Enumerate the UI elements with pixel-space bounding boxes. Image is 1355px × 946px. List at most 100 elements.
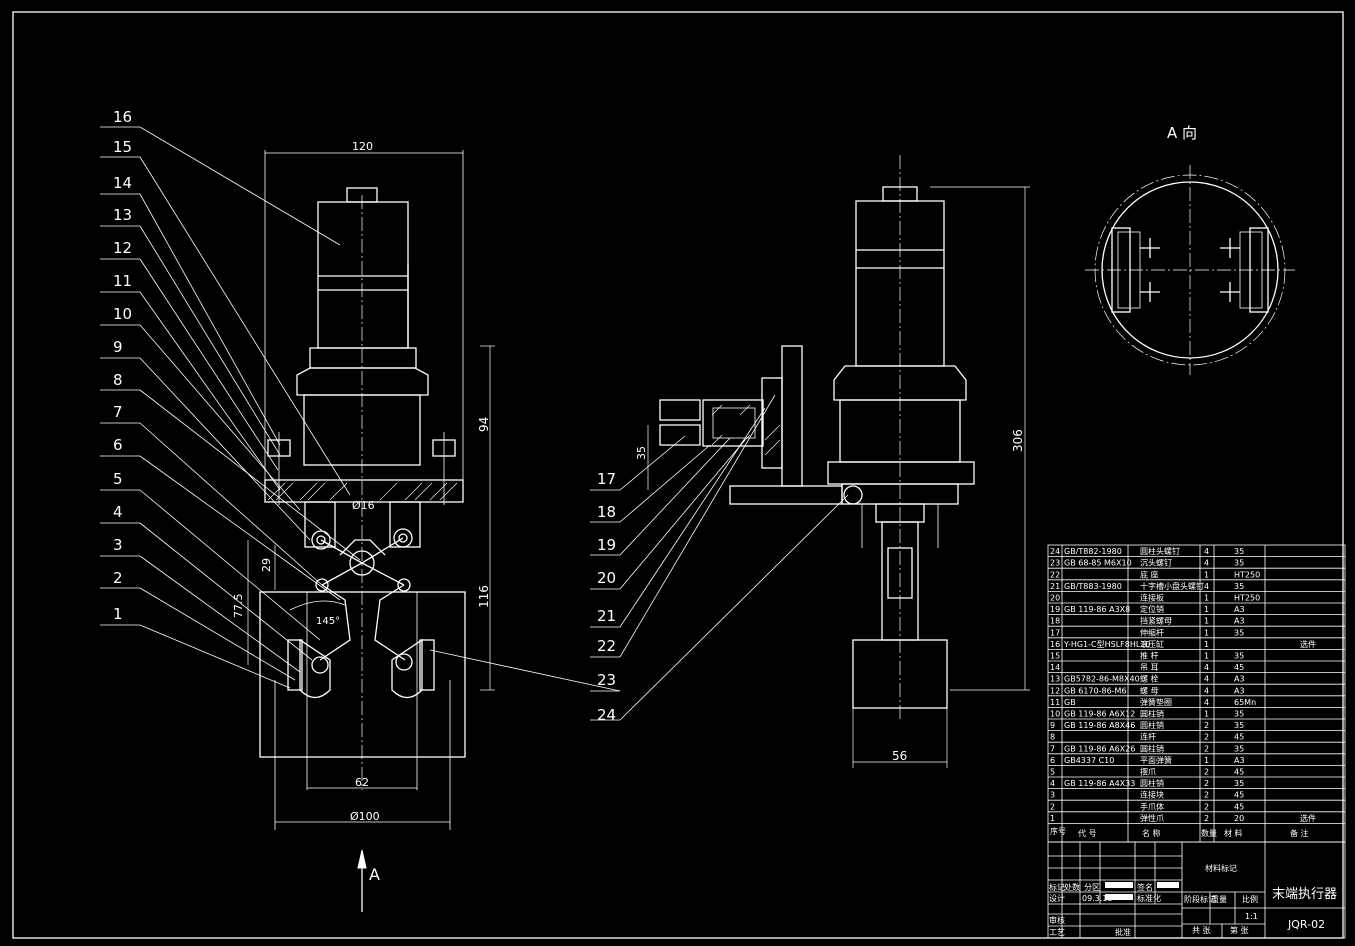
bom-cell-qty: 2 [1204, 802, 1209, 811]
bom-cell-no: 15 [1050, 652, 1060, 661]
sheet-number: 第 张 [1230, 925, 1249, 935]
bom-cell-material: A3 [1234, 605, 1245, 614]
balloon-label: 23 [597, 671, 616, 689]
bom-cell-qty: 1 [1204, 710, 1209, 719]
bom-cell-material: 45 [1234, 802, 1244, 811]
bom-cell-name: 螺 栓 [1140, 674, 1159, 684]
date-value: 09.3.15 [1082, 894, 1113, 903]
bom-cell-material: 35 [1234, 559, 1244, 568]
bom-header-no: 序号 [1050, 826, 1066, 836]
bom-cell-name: 圆柱头螺钉 [1140, 546, 1180, 556]
bom-cell-qty: 1 [1204, 628, 1209, 637]
bom-header-name: 名 称 [1142, 828, 1161, 838]
bom-cell-qty: 4 [1204, 675, 1209, 684]
bom-header-mat: 材 料 [1224, 828, 1243, 838]
dim-62: 62 [355, 776, 369, 789]
bom-cell-material: 65Mn [1234, 698, 1256, 707]
balloon-label: 1 [113, 605, 123, 623]
bom-cell-material: 45 [1234, 663, 1244, 672]
balloon-label: 15 [113, 138, 132, 156]
bom-cell-no: 11 [1050, 698, 1060, 707]
bom-cell-no: 6 [1050, 756, 1055, 765]
bom-cell-material: A3 [1234, 686, 1245, 695]
bom-cell-qty: 4 [1204, 663, 1209, 672]
bom-cell-material: A3 [1234, 617, 1245, 626]
bom-cell-no: 21 [1050, 582, 1060, 591]
bom-cell-no: 22 [1050, 570, 1060, 579]
bom-cell-qty: 4 [1204, 547, 1209, 556]
balloon-label: 17 [597, 470, 616, 488]
balloon-label: 5 [113, 470, 123, 488]
bom-cell-qty: 4 [1204, 686, 1209, 695]
bom-cell-code: GB/T883-1980 [1064, 582, 1122, 591]
bom-cell-qty: 1 [1204, 570, 1209, 579]
bom-cell-no: 12 [1050, 686, 1060, 695]
scale-value: 1:1 [1245, 912, 1258, 921]
side-view [647, 155, 1030, 768]
a-direction-view [1085, 165, 1295, 375]
mark-label: 标记 [1049, 882, 1065, 892]
bom-cell-code: GB 119-86 A6X26 [1064, 744, 1135, 753]
review-label: 审核 [1049, 915, 1065, 925]
bom-cell-name: 摆爪 [1140, 767, 1156, 777]
drawing-frame [12, 11, 1344, 939]
balloon-label: 3 [113, 536, 123, 554]
bom-cell-qty: 1 [1204, 605, 1209, 614]
bom-cell-material: 45 [1234, 733, 1244, 742]
bom-cell-name: 弹性爪 [1140, 813, 1164, 823]
bom-cell-code: GB/T882-1980 [1064, 547, 1122, 556]
front-view-dimensions [247, 152, 495, 823]
bom-cell-qty: 2 [1204, 814, 1209, 823]
balloon-label: 22 [597, 637, 616, 655]
bom-cell-name: 手爪体 [1140, 801, 1164, 811]
bom-cell-no: 20 [1050, 594, 1060, 603]
bom-cell-no: 2 [1050, 802, 1055, 811]
bom-cell-material: 35 [1234, 582, 1244, 591]
signature-block-1 [1105, 882, 1133, 888]
bom-cell-no: 9 [1050, 721, 1055, 730]
bom-cell-no: 24 [1050, 547, 1060, 556]
bom-cell-qty: 1 [1204, 594, 1209, 603]
bom-cell-name: 连接板 [1140, 593, 1164, 603]
bom-cell-qty: 1 [1204, 617, 1209, 626]
bom-cell-qty: 2 [1204, 779, 1209, 788]
bom-cell-code: GB 6170-86-M6 [1064, 686, 1127, 695]
bom-cell-name: 圆柱销 [1140, 720, 1164, 730]
bom-cell-no: 14 [1050, 663, 1060, 672]
dim-120: 120 [352, 140, 373, 153]
bom-cell-material: 20 [1234, 814, 1244, 823]
bom-cell-no: 3 [1050, 791, 1055, 800]
bom-cell-code: GB4337 C10 [1064, 756, 1114, 765]
bom-cell-qty: 4 [1204, 582, 1209, 591]
balloon-label: 18 [597, 503, 616, 521]
bom-cell-name: 定位销 [1140, 604, 1164, 614]
balloon-label: 14 [113, 174, 132, 192]
signature-block-2 [1157, 882, 1179, 888]
bom-cell-code: GB 119-86 A8X46 [1064, 721, 1135, 730]
bom-cell-code: GB5782-86-M8X40 [1064, 675, 1140, 684]
bom-cell-no: 18 [1050, 617, 1060, 626]
bom-cell-no: 10 [1050, 710, 1060, 719]
bom-cell-no: 19 [1050, 605, 1060, 614]
bom-cell-material: 35 [1234, 628, 1244, 637]
bom-cell-name: 底 座 [1140, 569, 1159, 579]
balloon-label: 11 [113, 272, 132, 290]
bom-header-note: 备 注 [1290, 828, 1309, 838]
bom-header-qty: 数量 [1201, 828, 1217, 838]
bom-cell-code: GB 68-85 M6X10 [1064, 559, 1132, 568]
dim-29: 29 [260, 558, 273, 572]
bom-cell-material: 35 [1234, 779, 1244, 788]
bom-cell-name: 吊 耳 [1140, 663, 1159, 672]
dim-d16: Ø16 [352, 499, 375, 512]
bom-cell-qty: 2 [1204, 768, 1209, 777]
bom-cell-no: 1 [1050, 814, 1055, 823]
bom-cell-name: 挡紧螺母 [1140, 616, 1172, 626]
balloon-label: 10 [113, 305, 132, 323]
balloon-label: 16 [113, 108, 132, 126]
material-mark: 材料标记 [1205, 863, 1237, 873]
leader-lines-right [429, 394, 849, 721]
standardize-label: 标准化 [1137, 893, 1161, 903]
bom-cell-code: GB [1064, 698, 1076, 707]
